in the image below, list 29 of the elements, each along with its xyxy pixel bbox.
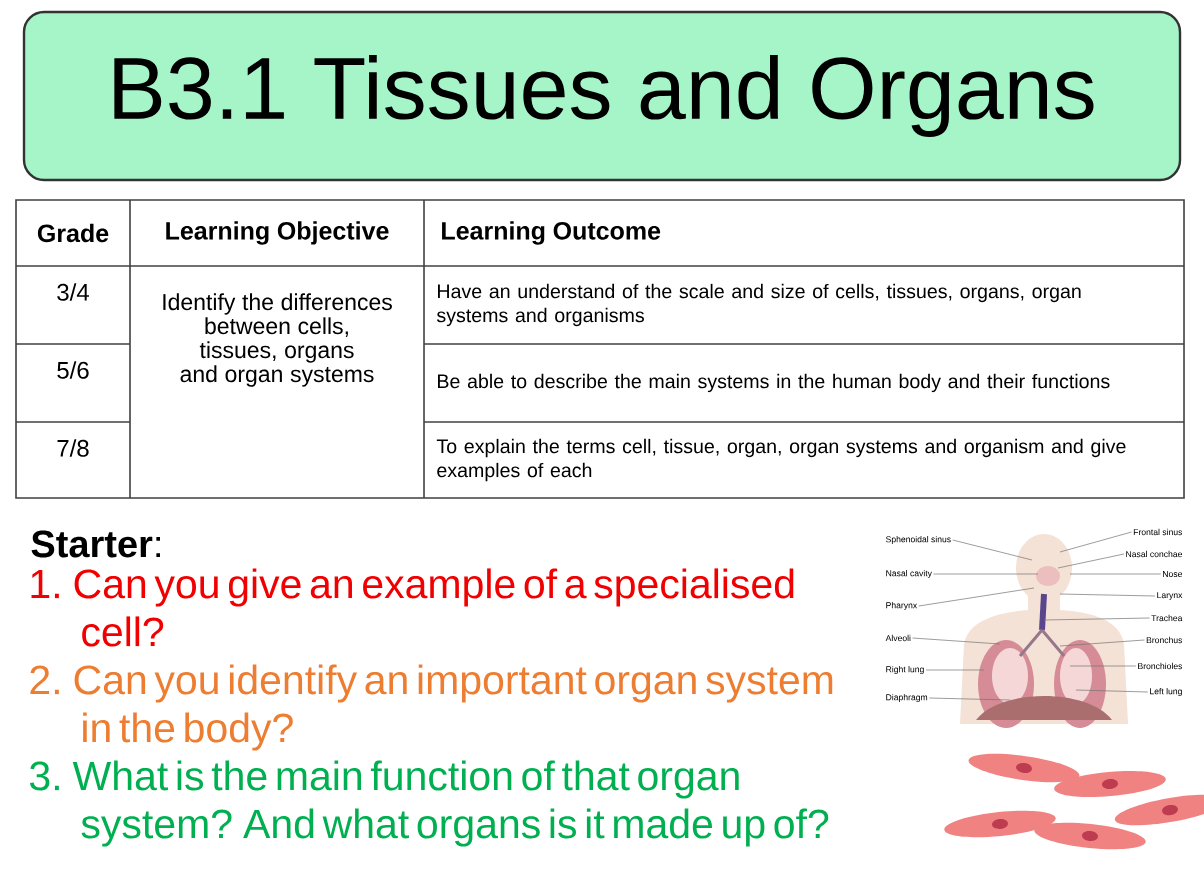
leader-line bbox=[928, 697, 1011, 701]
question-text: 3. What is the main function of that organ system? And what organs is it made up of? bbox=[29, 760, 829, 847]
leader-line bbox=[1075, 689, 1149, 693]
leader-line bbox=[933, 573, 1039, 575]
table-cell: To explain the terms cell, tissue, organ, organ systems and organism and give examples of each bbox=[436, 438, 1126, 482]
leader-line bbox=[918, 587, 1035, 607]
table-cell: Be able to describe the main systems in the human body and their functions bbox=[438, 373, 1110, 393]
table-cell: 7/8 bbox=[57, 439, 89, 457]
leader-line bbox=[925, 669, 985, 671]
question-text: 1. Can you give an example of a specialised cell? bbox=[31, 568, 794, 647]
leader-line bbox=[952, 539, 1033, 561]
question-text: 2. Can you identify an important organ system in the body? bbox=[30, 664, 833, 751]
leader-line bbox=[1069, 665, 1137, 667]
table-cell: Identify the differences between cells, tissues, organs and organ systems bbox=[163, 293, 392, 387]
leader-line bbox=[1043, 617, 1150, 621]
table-cell: 5/6 bbox=[57, 361, 89, 379]
starter-heading: Starter: bbox=[31, 530, 160, 558]
table-cell: Have an understand of the scale and size of cells, tissues, organs, organ systems and organisms bbox=[436, 283, 1081, 327]
title-banner: B3.1 Tissues and Organs bbox=[22, 10, 1182, 182]
leader-line bbox=[1059, 639, 1145, 647]
table-cell: Grade bbox=[37, 223, 109, 243]
table-cell: 3/4 bbox=[57, 283, 89, 301]
leader-line bbox=[1069, 573, 1162, 575]
table-cell: Learning Objective bbox=[166, 221, 389, 245]
table-cell: Learning Outcome bbox=[442, 221, 661, 245]
leader-line bbox=[1059, 593, 1156, 597]
leader-line bbox=[912, 637, 1001, 645]
leader-line bbox=[1057, 553, 1125, 569]
leader-line bbox=[1059, 531, 1132, 553]
